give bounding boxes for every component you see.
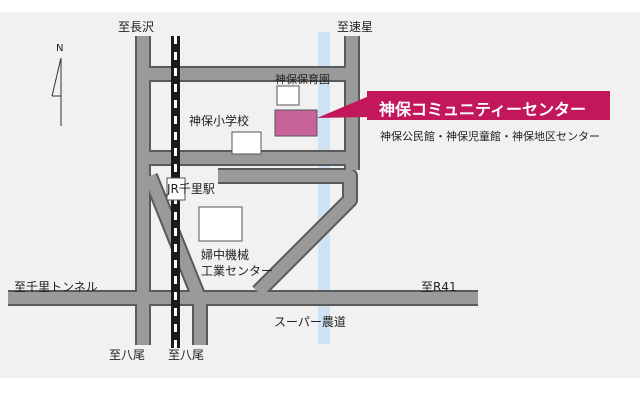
- top-margin: [0, 0, 640, 12]
- label-station: JR千里駅: [167, 182, 215, 196]
- label-to-yao-1: 至八尾: [109, 348, 146, 362]
- label-factory-line1: 婦中機械: [201, 248, 250, 262]
- target-subtitle: 神保公民館・神保児童館・神保地区センター: [380, 130, 600, 143]
- school-building: [231, 131, 262, 155]
- callout-pointer: [317, 96, 369, 118]
- target-callout: 神保コミュニティーセンター: [367, 91, 610, 120]
- label-super-farm-road: スーパー農道: [274, 315, 346, 329]
- river: [318, 32, 330, 344]
- north-label: N: [56, 43, 64, 54]
- label-nursery: 神保保育園: [275, 73, 330, 86]
- label-to-chisato-tunnel: 至千里トンネル: [14, 280, 98, 294]
- bottom-margin: [0, 378, 640, 400]
- target-name: 神保コミュニティーセンター: [379, 100, 587, 119]
- north-arrow-icon: [51, 57, 62, 126]
- label-to-hayahoshi: 至速星: [337, 20, 374, 34]
- label-to-r41: 至R41: [421, 280, 457, 294]
- roads: [8, 36, 478, 345]
- label-to-nagasawa: 至長沢: [118, 20, 155, 34]
- label-factory-line2: 工業センター: [201, 264, 274, 278]
- label-elementary-school: 神保小学校: [189, 114, 250, 128]
- factory-building: [198, 206, 243, 242]
- label-to-yao-2: 至八尾: [168, 348, 205, 362]
- community-center-building: [274, 109, 318, 137]
- station-building: [166, 177, 186, 201]
- nursery-building: [276, 85, 300, 106]
